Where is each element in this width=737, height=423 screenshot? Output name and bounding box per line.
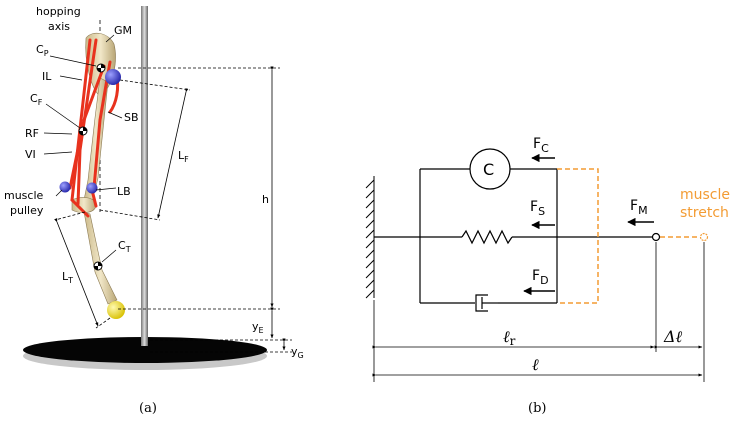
il-label: IL xyxy=(42,70,52,83)
fixed-wall xyxy=(365,176,375,299)
panel-a: hopping axis GM CP IL CF SB RF VI LF mus… xyxy=(4,5,304,416)
lt-label: LT xyxy=(62,270,73,285)
fm-label: FM xyxy=(630,198,648,217)
caption-b: (b) xyxy=(528,401,546,416)
muscle-pulley-label-1: muscle xyxy=(4,189,44,202)
yg-label: yG xyxy=(291,345,304,360)
sb-label: SB xyxy=(124,111,139,124)
contractile-element xyxy=(469,148,511,190)
ye-label: yE xyxy=(252,320,264,335)
hopping-axis-label-1: hopping xyxy=(36,5,81,18)
length-dimensions xyxy=(372,242,705,382)
contractile-label: C xyxy=(483,160,494,179)
h-dimension xyxy=(118,66,292,353)
gm-label: GM xyxy=(114,24,132,37)
circuit-lines xyxy=(374,168,652,304)
fd-label: FD xyxy=(532,268,549,287)
damper-symbol xyxy=(475,294,498,312)
knee-pulley-right xyxy=(86,182,98,194)
attachment-point xyxy=(651,232,661,242)
h-label: h xyxy=(262,193,269,206)
lb-label: LB xyxy=(117,185,131,198)
muscle-stretch-label-2: stretch xyxy=(680,205,729,221)
lr-label: ℓr xyxy=(503,327,516,348)
hopping-pole xyxy=(141,6,148,346)
delta-l-label: Δℓ xyxy=(663,327,683,346)
fs-label: FS xyxy=(530,199,545,218)
muscle-stretch-label-1: muscle xyxy=(680,187,730,203)
platform-disc xyxy=(23,337,267,363)
lt-bracket xyxy=(54,211,111,329)
ct-label: CT xyxy=(118,239,131,254)
l-label: ℓ xyxy=(532,355,539,374)
hip-pulley xyxy=(105,69,121,85)
fc-label: FC xyxy=(533,136,549,155)
vi-label: VI xyxy=(25,148,36,161)
caption-a: (a) xyxy=(139,401,157,416)
stretch-point xyxy=(699,232,709,242)
muscle-pulley-label-2: pulley xyxy=(10,204,44,217)
foot-contact xyxy=(107,301,125,319)
lf-label: LF xyxy=(178,149,189,164)
muscle-stretch-box xyxy=(557,168,700,304)
panel-b: C FC FS FD FM muscle stretch xyxy=(365,136,730,416)
rf-label: RF xyxy=(25,127,39,140)
hopping-axis-label-2: axis xyxy=(48,20,70,33)
lf-bracket xyxy=(99,79,191,221)
cf-label: CF xyxy=(30,92,43,107)
knee-pulley-left xyxy=(59,181,71,193)
leader-lines xyxy=(43,34,123,263)
cp-label: CP xyxy=(36,43,49,58)
force-arrows xyxy=(523,153,654,296)
